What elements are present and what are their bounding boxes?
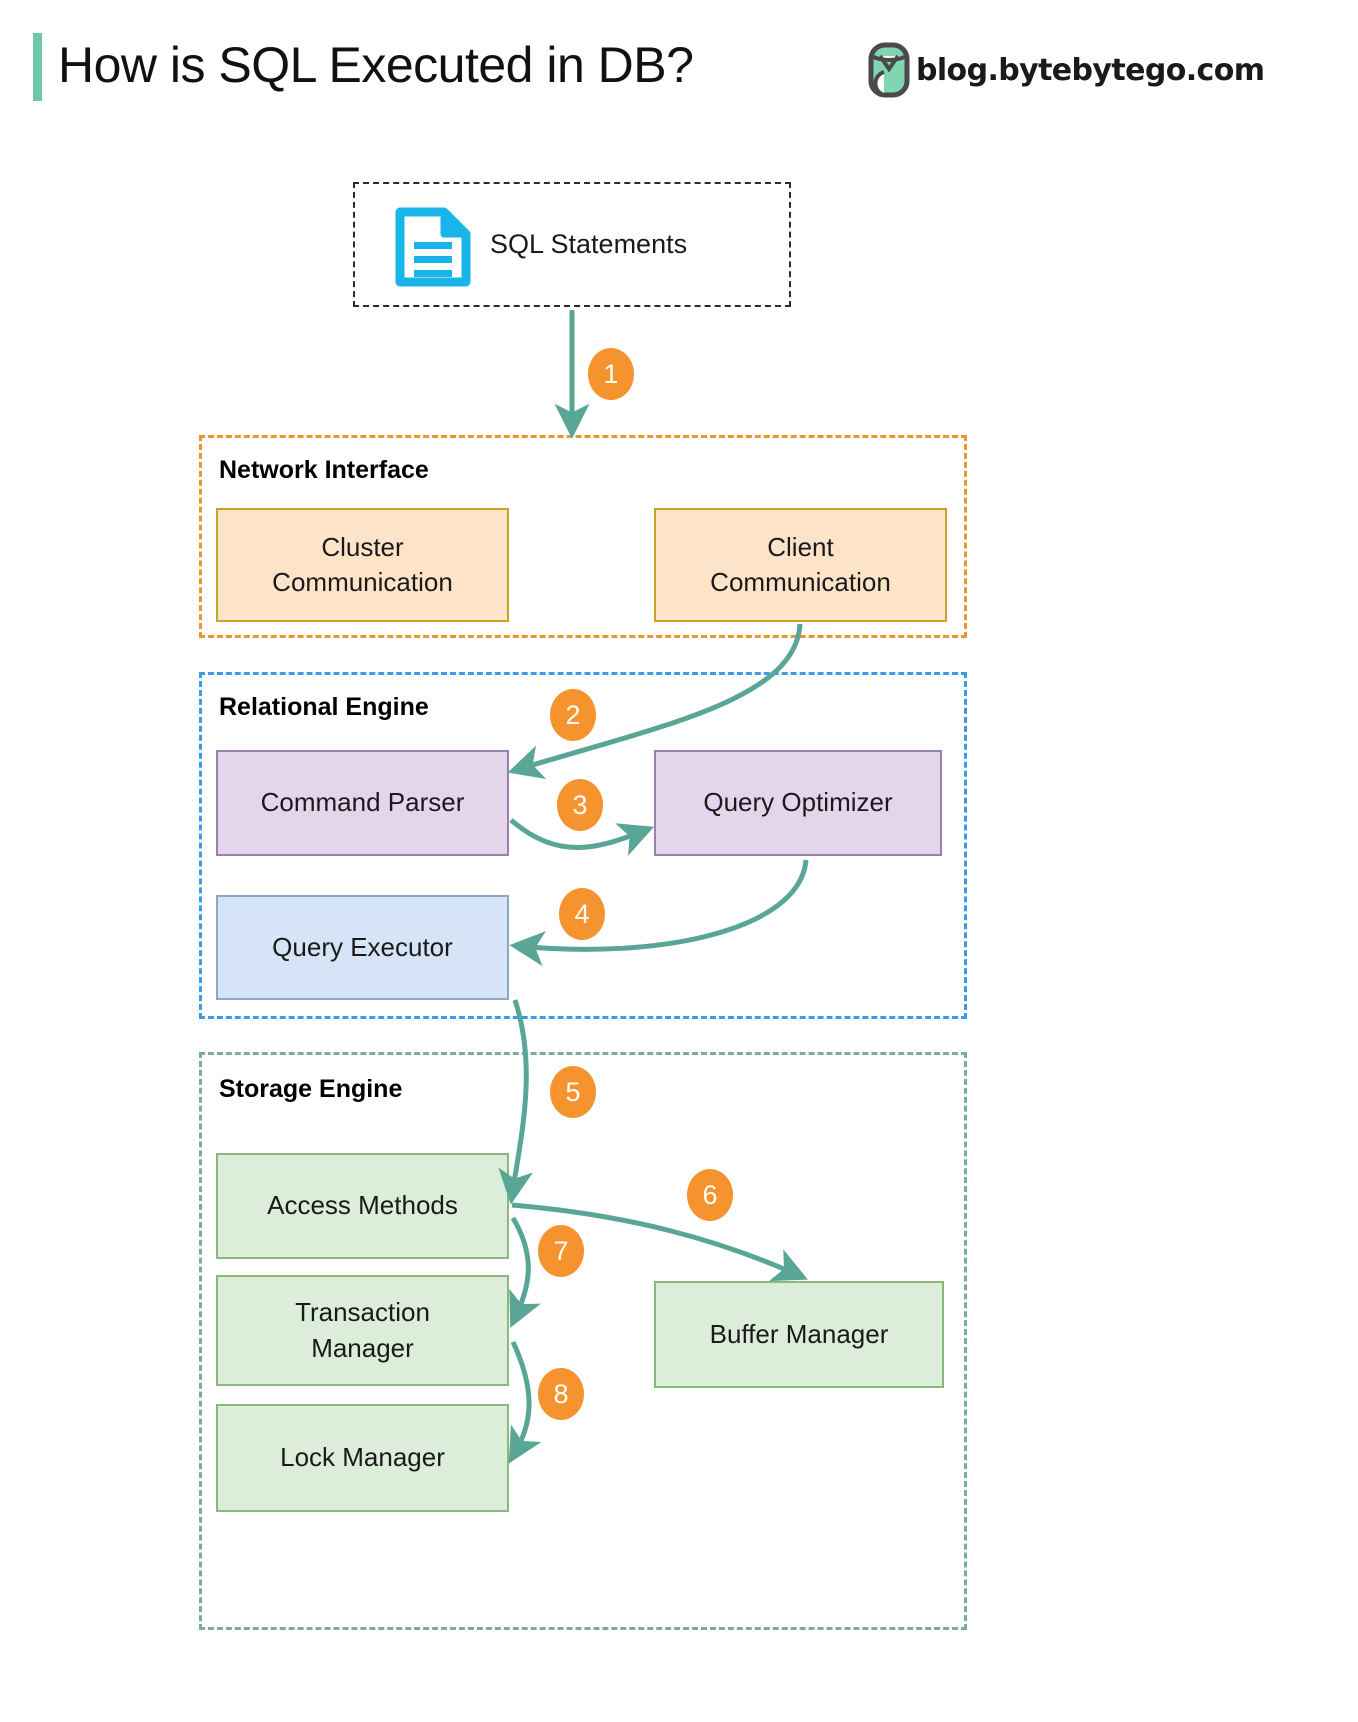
node-query-optimizer[interactable]: Query Optimizer [654,750,942,856]
page-title: How is SQL Executed in DB? [58,37,694,93]
bytebytego-logo-icon [868,42,910,98]
brand-text: blog.bytebytego.com [916,52,1265,88]
node-access-methods[interactable]: Access Methods [216,1153,509,1259]
network-interface-label: Network Interface [219,456,429,484]
step-badge-5: 5 [550,1066,596,1118]
document-lines-icon [395,207,471,287]
node-cluster-communication[interactable]: Cluster Communication [216,508,509,622]
node-buffer-manager[interactable]: Buffer Manager [654,1281,944,1388]
relational-engine-label: Relational Engine [219,693,429,721]
page-header: How is SQL Executed in DB? blog.bytebyte… [0,0,1358,140]
storage-engine-label: Storage Engine [219,1075,403,1103]
step-badge-3: 3 [557,779,603,831]
step-badge-2: 2 [550,689,596,741]
step-badge-6: 6 [687,1169,733,1221]
step-badge-7: 7 [538,1225,584,1277]
node-lock-manager[interactable]: Lock Manager [216,1404,509,1512]
sql-statements-label: SQL Statements [490,229,688,259]
title-accent-bar [33,33,42,101]
step-badge-1: 1 [588,348,634,400]
node-query-executor[interactable]: Query Executor [216,895,509,1000]
brand-watermark: blog.bytebytego.com [868,42,1265,98]
storage-engine-group [199,1052,967,1630]
step-badge-8: 8 [538,1368,584,1420]
node-client-communication[interactable]: Client Communication [654,508,947,622]
node-command-parser[interactable]: Command Parser [216,750,509,856]
step-badge-4: 4 [559,888,605,940]
node-transaction-manager[interactable]: Transaction Manager [216,1275,509,1386]
sql-statements-container: SQL Statements [353,182,791,307]
